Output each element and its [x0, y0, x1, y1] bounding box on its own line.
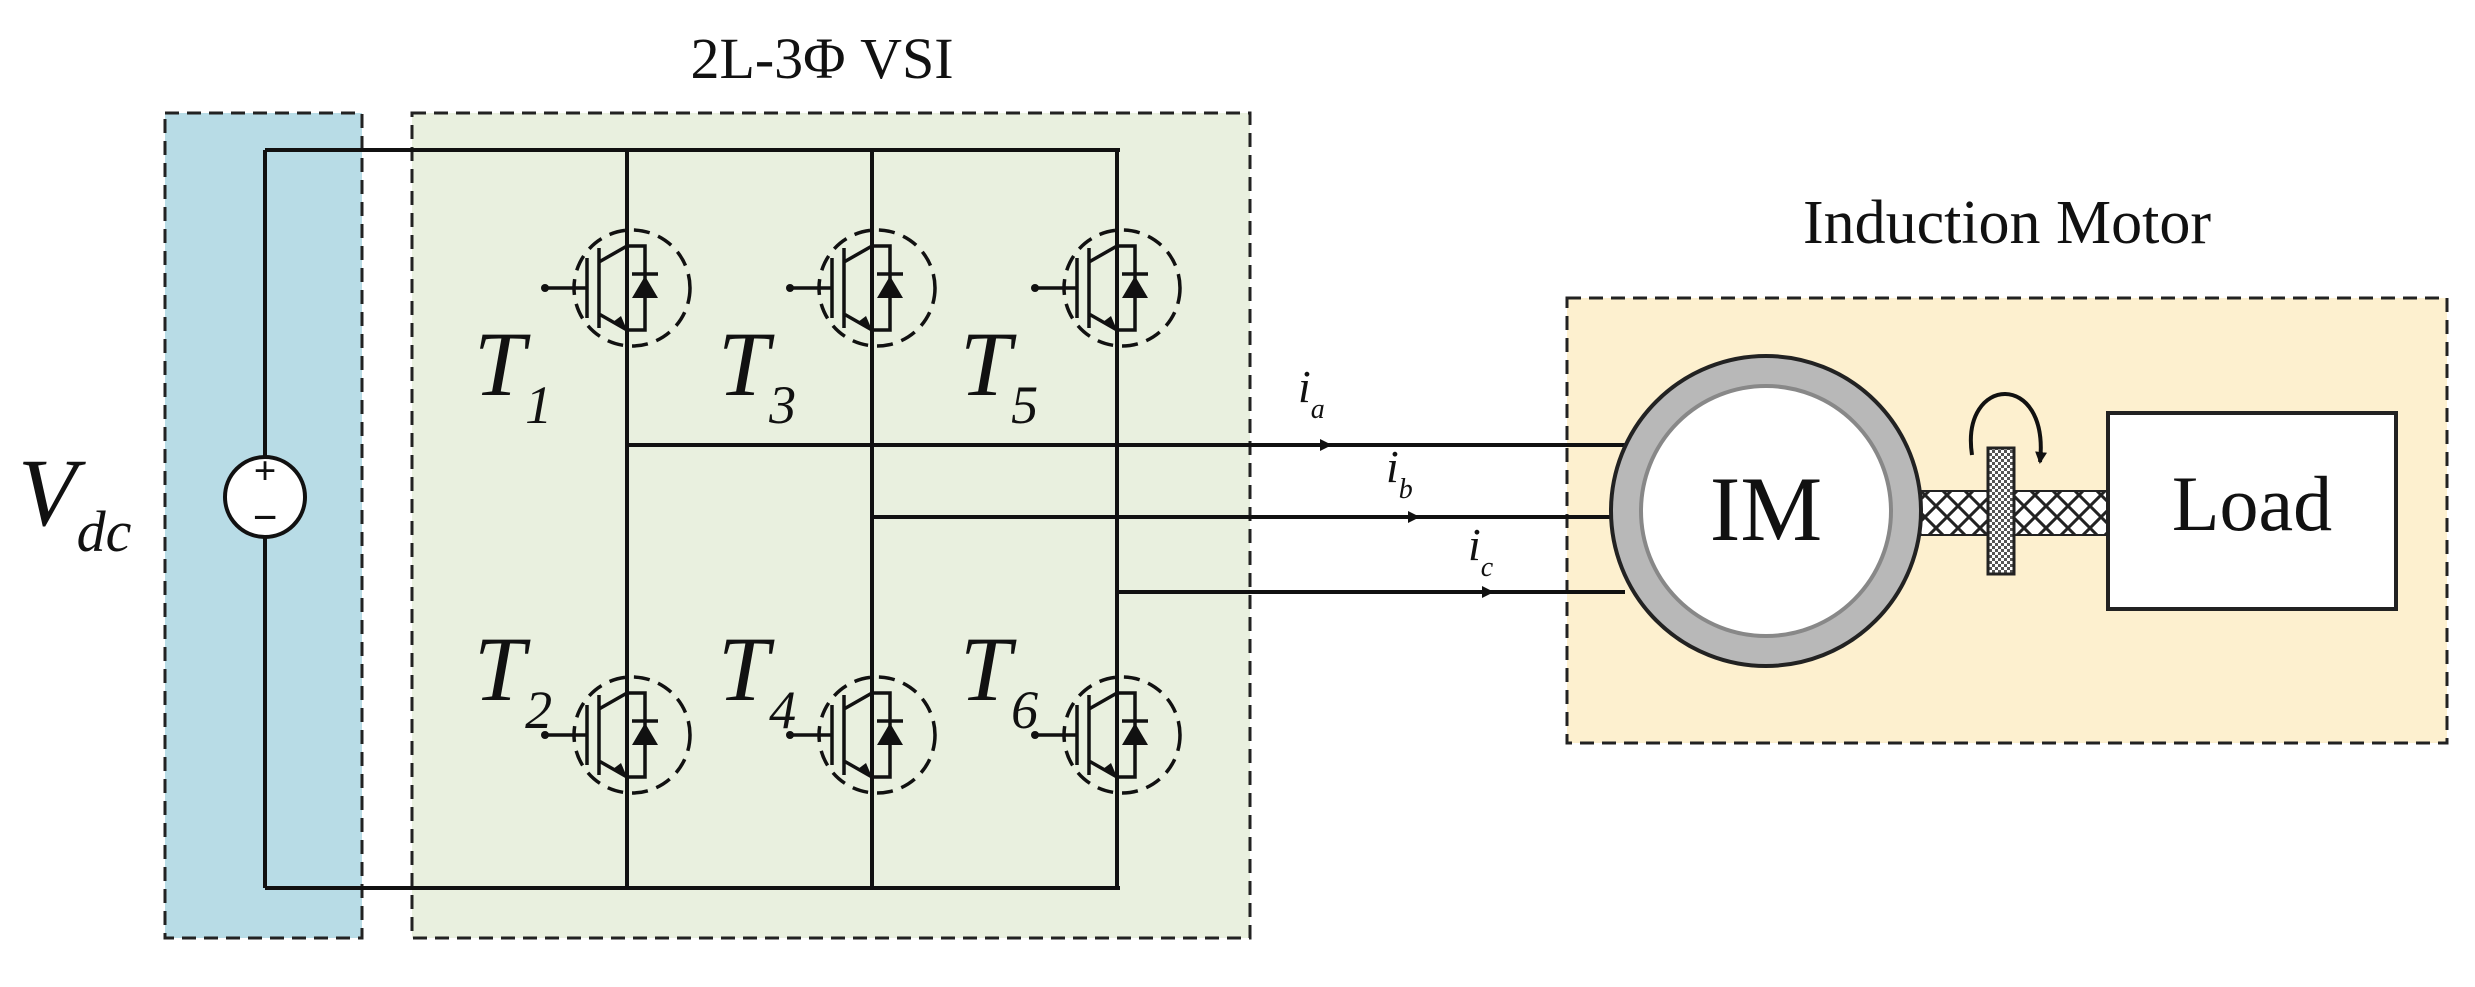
switch-label-t4: T4 — [718, 618, 796, 740]
switch-label-t1: T1 — [474, 313, 552, 435]
switch-label-t2: T2 — [474, 618, 552, 740]
current-label-a: ia — [1298, 361, 1325, 425]
switch-label-t6: T6 — [960, 618, 1038, 740]
induction-motor — [1609, 354, 1923, 668]
vsi-box — [410, 111, 1252, 940]
switch-t1 — [541, 198, 692, 378]
switch-t4 — [786, 645, 937, 825]
switch-t3 — [786, 198, 937, 378]
current-label-c: ic — [1468, 519, 1494, 583]
source-minus-sign: − — [252, 493, 277, 542]
motor-group-title: Induction Motor — [1803, 189, 2211, 257]
switch-label-t5: T5 — [960, 313, 1038, 435]
load-label: Load — [2172, 460, 2332, 547]
dc-voltage-source: + − — [223, 448, 307, 542]
source-plus-sign: + — [254, 448, 277, 493]
switch-t5 — [1031, 198, 1182, 378]
shaft-disc — [1986, 446, 2016, 576]
vdc-label: Vdc — [18, 439, 132, 564]
motor-label: IM — [1710, 458, 1822, 560]
current-arrows — [1290, 439, 1494, 598]
current-label-b: ib — [1386, 441, 1413, 505]
rotation-arrow — [1968, 392, 2048, 464]
dc-bus — [263, 148, 1120, 890]
switch-t2 — [541, 645, 692, 825]
load-box — [2106, 411, 2398, 611]
vsi-title: 2L-3Φ VSI — [690, 26, 953, 91]
switch-label-t3: T3 — [718, 313, 796, 435]
switch-t6 — [1031, 645, 1182, 825]
output-lines — [627, 443, 1625, 594]
